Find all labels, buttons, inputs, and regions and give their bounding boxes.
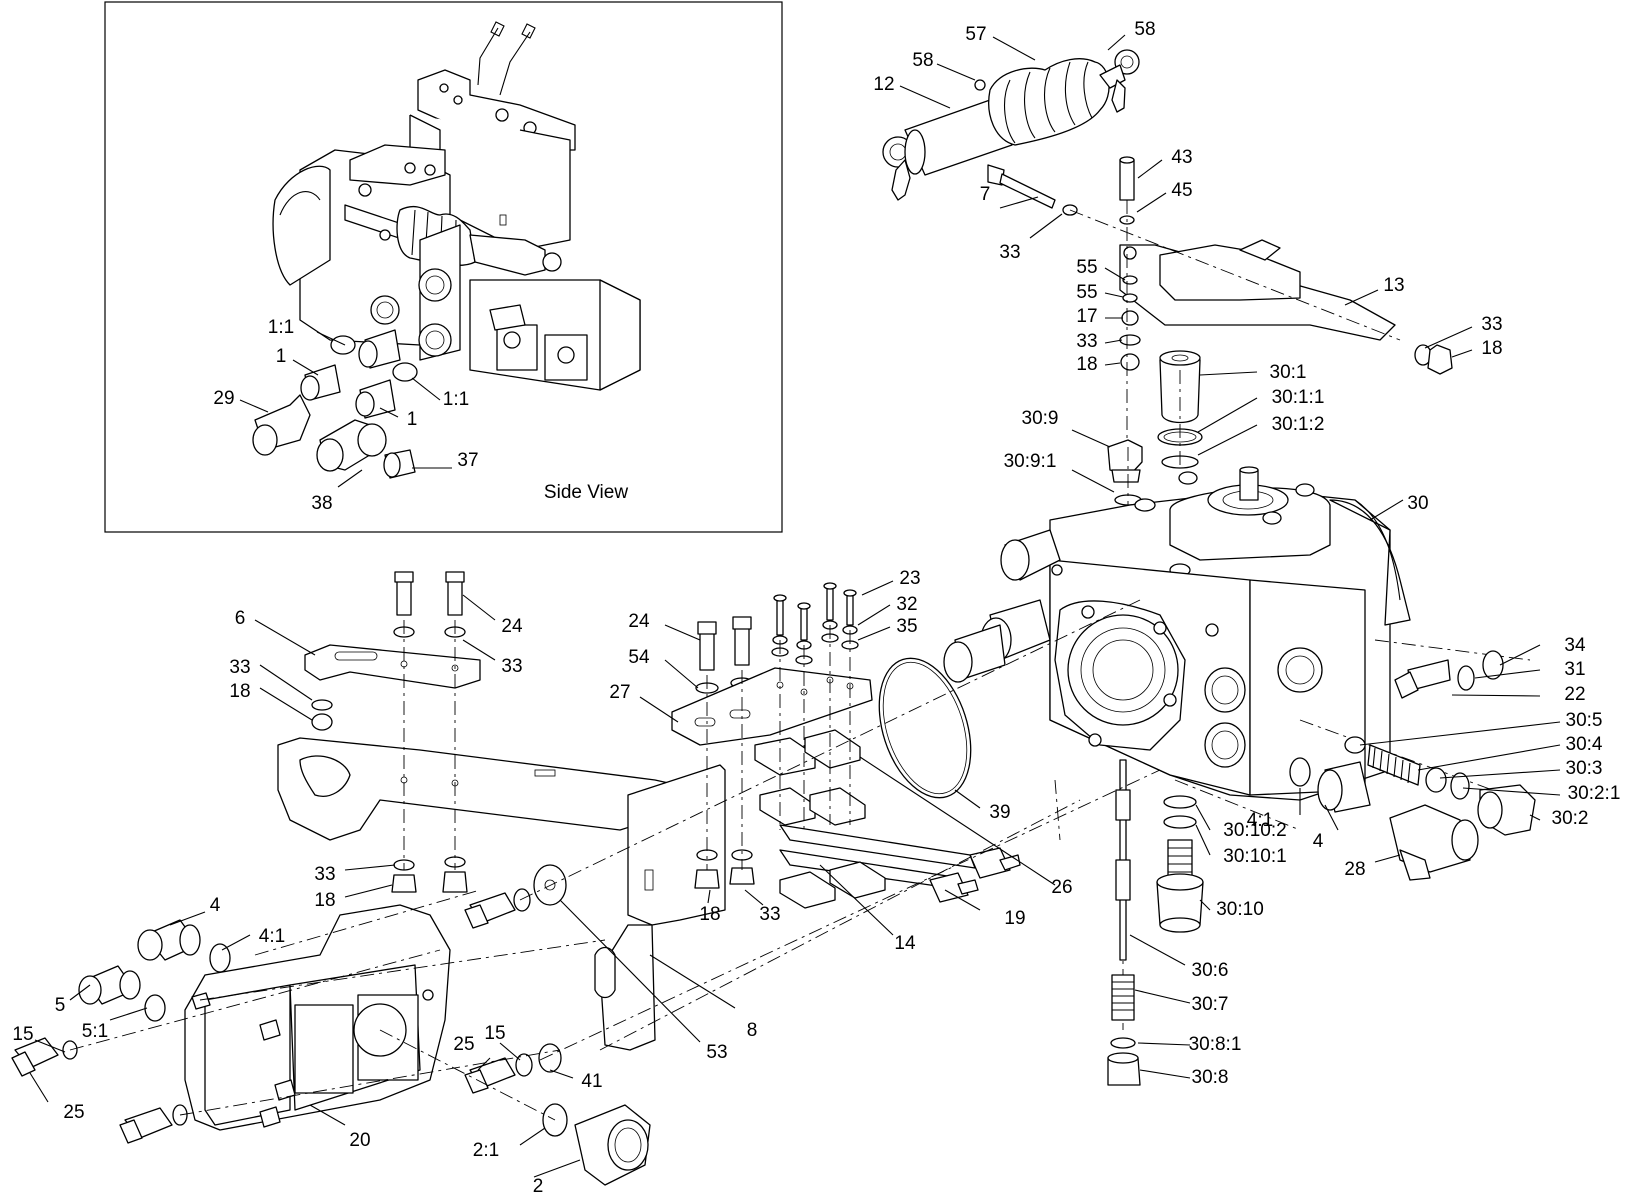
label-28: 28	[1344, 859, 1365, 880]
label-30-2: 30:2	[1552, 808, 1589, 829]
label-30-3: 30:3	[1566, 758, 1603, 779]
label-5-1: 5:1	[82, 1021, 108, 1042]
label-18-e: 18	[699, 904, 720, 925]
side-view-caption: Side View	[544, 482, 628, 503]
label-2-1: 2:1	[473, 1140, 499, 1161]
label-35: 35	[896, 616, 917, 637]
label-45: 45	[1171, 180, 1192, 201]
label-13: 13	[1383, 275, 1404, 296]
label-33-d: 33	[501, 656, 522, 677]
pump-assembly-30: 30:1 30:1:1 30:1:2 30:9 30:9:1 30 34 31 …	[943, 350, 1621, 1088]
label-57: 57	[965, 24, 986, 45]
label-41: 41	[581, 1071, 602, 1092]
label-29: 29	[213, 388, 234, 409]
label-18-a: 18	[1076, 354, 1097, 375]
label-30-9-1: 30:9:1	[1004, 451, 1057, 472]
label-1-a: 1	[276, 346, 287, 367]
label-14: 14	[894, 933, 916, 954]
label-4-1-b: 4:1	[259, 926, 285, 947]
label-30-1-1: 30:1:1	[1272, 387, 1325, 408]
label-54: 54	[628, 647, 650, 668]
label-8: 8	[747, 1020, 758, 1041]
label-33-b: 33	[1076, 331, 1097, 352]
label-33-g: 33	[759, 904, 780, 925]
mounting-brackets: 23 32 35 24 54 27 6 24 33 33 18 26 33 18…	[229, 568, 1073, 1051]
label-30-7: 30:7	[1192, 994, 1229, 1015]
label-7: 7	[980, 184, 991, 205]
label-30-9: 30:9	[1022, 408, 1059, 429]
label-15-a: 15	[12, 1024, 33, 1045]
label-39: 39	[989, 802, 1010, 823]
gear-pump-20: 4 4:1 5 5:1 15 25 20 15 25 41 2:1 2 8 53	[11, 599, 1161, 1197]
label-34: 34	[1564, 635, 1586, 656]
label-15-b: 15	[484, 1023, 505, 1044]
label-53: 53	[706, 1042, 727, 1063]
label-30-5: 30:5	[1566, 710, 1603, 731]
label-33-f: 33	[314, 864, 335, 885]
label-24-b: 24	[501, 616, 523, 637]
label-30: 30	[1407, 493, 1428, 514]
label-30-10-2: 30:10:2	[1223, 820, 1286, 841]
label-27: 27	[609, 682, 630, 703]
label-25-b: 25	[453, 1034, 474, 1055]
label-33-a: 33	[999, 242, 1020, 263]
label-30-1-2: 30:1:2	[1272, 414, 1325, 435]
label-2: 2	[533, 1176, 544, 1197]
label-30-2-1: 30:2:1	[1568, 783, 1621, 804]
label-33-e: 33	[229, 657, 250, 678]
label-5: 5	[55, 995, 66, 1016]
label-30-8: 30:8	[1192, 1067, 1229, 1088]
label-18-b: 18	[1481, 338, 1502, 359]
label-6: 6	[235, 608, 246, 629]
label-55-a: 55	[1076, 257, 1097, 278]
label-1-b: 1	[407, 409, 418, 430]
label-33-c: 33	[1481, 314, 1502, 335]
label-4-b: 4	[210, 895, 221, 916]
label-30-8-1: 30:8:1	[1189, 1034, 1242, 1055]
label-1-1-a: 1:1	[268, 317, 294, 338]
label-55-b: 55	[1076, 282, 1097, 303]
label-25-a: 25	[63, 1102, 84, 1123]
label-20: 20	[349, 1130, 370, 1151]
label-22: 22	[1564, 684, 1585, 705]
label-4-a: 4	[1313, 831, 1324, 852]
actuator-assembly: 57 58 58 12 43 45 7 33 13 55 55 17 33 18…	[873, 19, 1503, 450]
label-18-d: 18	[314, 890, 335, 911]
label-12: 12	[873, 74, 894, 95]
label-30-6: 30:6	[1192, 960, 1229, 981]
label-58-b: 58	[1134, 19, 1155, 40]
label-23: 23	[899, 568, 920, 589]
label-30-4: 30:4	[1566, 734, 1603, 755]
label-30-10: 30:10	[1216, 899, 1264, 920]
label-26: 26	[1051, 877, 1072, 898]
label-24-a: 24	[628, 611, 650, 632]
label-4-1-a: 4:1	[1247, 810, 1273, 831]
label-32: 32	[896, 594, 917, 615]
side-view-inset: 1:1 1 29 1 1:1 37 38 Side View	[104, 1, 783, 533]
label-17: 17	[1076, 306, 1097, 327]
o-ring-39: 39	[878, 657, 1011, 823]
label-30-1: 30:1	[1270, 362, 1307, 383]
label-38: 38	[311, 493, 332, 514]
label-18-c: 18	[229, 681, 250, 702]
label-37: 37	[457, 450, 478, 471]
label-30-10-1: 30:10:1	[1223, 846, 1286, 867]
label-19: 19	[1004, 908, 1025, 929]
label-43: 43	[1171, 147, 1192, 168]
label-1-1-b: 1:1	[443, 389, 469, 410]
label-31: 31	[1564, 659, 1585, 680]
label-58-a: 58	[912, 50, 933, 71]
